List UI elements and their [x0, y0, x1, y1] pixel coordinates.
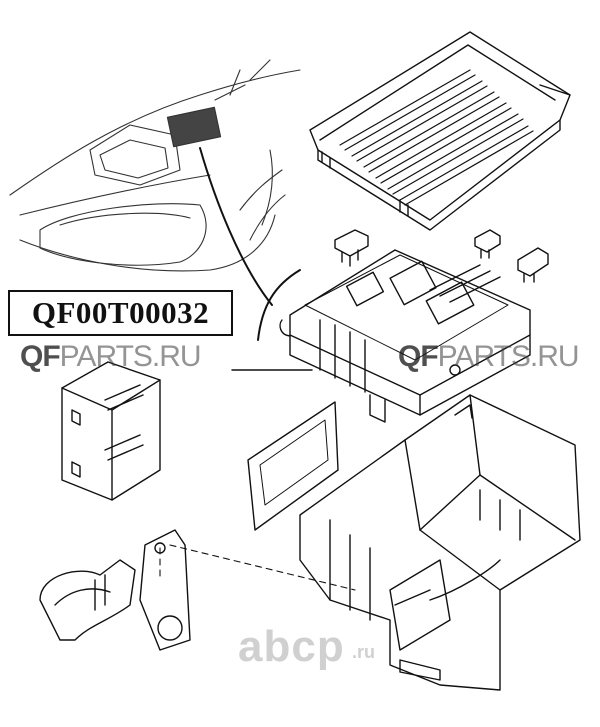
fuse-box-cover-drawing: [309, 31, 571, 231]
bracket-drawing: [247, 401, 339, 531]
housing-drawing: [299, 394, 581, 691]
watermark-domain: PARTS.RU: [59, 340, 202, 373]
watermark-brand: QF: [20, 340, 61, 373]
fuse-drawing: [334, 229, 549, 283]
assembly-dashed-line: [159, 544, 356, 591]
relay-module-drawing: [61, 361, 161, 501]
watermark-right: QFPARTS.RU: [398, 340, 580, 374]
abcp-logo: abcp: [238, 622, 345, 671]
watermark-domain: PARTS.RU: [437, 340, 580, 373]
part-number-label: QF00T00032: [8, 290, 233, 336]
car-headlight-area-drawing: [9, 59, 301, 272]
leader-line: [199, 147, 273, 306]
watermark-brand: QF: [398, 340, 439, 373]
cable-clip-drawing: [39, 529, 191, 651]
abcp-logo-domain: .ru: [352, 642, 376, 662]
watermark-left: QFPARTS.RU: [20, 340, 202, 374]
fuse-box-unit-drawing: [279, 249, 531, 423]
leader-line: [257, 269, 301, 341]
